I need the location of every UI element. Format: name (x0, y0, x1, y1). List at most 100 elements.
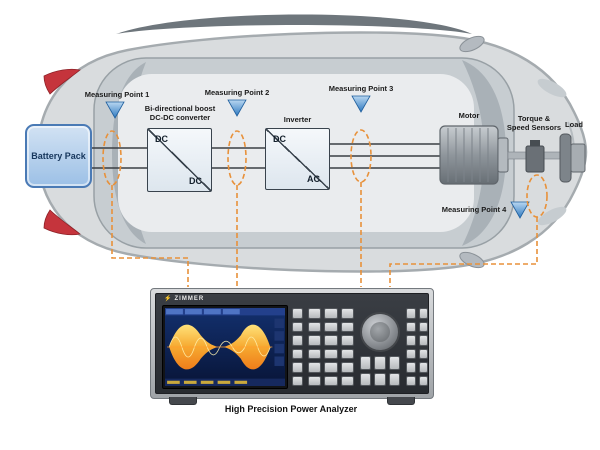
measuring-point-2-label: Measuring Point 2 (204, 88, 270, 97)
motor-label: Motor (458, 111, 480, 120)
measuring-point-1-marker-icon (105, 101, 125, 119)
motor-ribs (447, 128, 489, 182)
measuring-point-4-ellipse (526, 174, 548, 218)
analyzer-caption: High Precision Power Analyzer (224, 404, 358, 414)
function-key (340, 375, 354, 386)
keypad-key (374, 356, 386, 370)
softkey-button (292, 362, 303, 373)
analyzer-front-panel: ⚡ZIMMER (155, 293, 429, 394)
panel-key (406, 321, 416, 332)
function-key (340, 321, 354, 332)
softkey-button (292, 321, 303, 332)
lightning-bolt-icon: ⚡ (164, 296, 173, 302)
analyzer-brand-text: ZIMMER (174, 296, 205, 302)
measuring-point-1-label: Measuring Point 1 (84, 90, 150, 99)
car-mirror-bottom (459, 251, 485, 269)
screen-softkey-labels (274, 318, 284, 366)
softkey-button (292, 335, 303, 346)
panel-key (418, 375, 428, 386)
function-key (308, 335, 322, 346)
load-label: Load (565, 120, 583, 129)
measuring-point-4-label: Measuring Point 4 (441, 205, 507, 214)
analyzer-connectors (111, 182, 538, 287)
car-mirror-top (459, 35, 485, 53)
connector-mp4 (389, 217, 538, 287)
panel-key (406, 348, 416, 359)
function-key (308, 375, 322, 386)
keypad-key (388, 356, 400, 370)
panel-key (418, 308, 428, 319)
power-analyzer: ⚡ZIMMER (150, 288, 434, 405)
function-key (324, 375, 338, 386)
inverter-input-label: DC (273, 134, 286, 144)
motor-assembly (439, 125, 586, 185)
function-key (308, 362, 322, 373)
dcdc-input-label: DC (155, 134, 168, 144)
connector-mp1 (111, 185, 189, 287)
analyzer-display (162, 305, 288, 389)
function-key (324, 308, 338, 319)
function-key (324, 348, 338, 359)
motor-end-cap (497, 137, 509, 173)
dcdc-title-line1: Bi-directional boost (144, 104, 216, 113)
inverter-output-label: AC (307, 174, 320, 184)
function-key (308, 348, 322, 359)
dcdc-converter-box: DC DC (147, 128, 212, 192)
panel-key (406, 335, 416, 346)
right-key-column (406, 308, 428, 386)
drive-shaft (507, 151, 565, 160)
analyzer-foot (387, 397, 415, 405)
softkey-button (292, 308, 303, 319)
display-softkeys (292, 308, 303, 386)
car-headlight-top (537, 78, 567, 98)
function-key (324, 321, 338, 332)
function-key (324, 362, 338, 373)
rotary-knob-center (370, 322, 390, 342)
load-hub (570, 143, 586, 173)
function-key (340, 348, 354, 359)
load-flywheel (559, 133, 572, 183)
dcdc-title-line2: DC-DC converter (149, 113, 211, 122)
car-taillight-bottom (43, 209, 81, 236)
panel-key (418, 348, 428, 359)
panel-key (406, 362, 416, 373)
measuring-point-3-label: Measuring Point 3 (328, 84, 394, 93)
screen-status-values (167, 380, 248, 384)
keypad-key (360, 356, 372, 370)
measuring-point-3-ellipse (350, 129, 372, 183)
car-front-grille-line (567, 121, 575, 183)
sensor-top-connector (530, 140, 540, 146)
inverter-box: DC AC (265, 128, 330, 190)
analyzer-foot (169, 397, 197, 405)
battery-pack-box: Battery Pack (25, 124, 92, 188)
keypad-key (388, 372, 400, 386)
panel-key (418, 335, 428, 346)
car-front-windshield (462, 60, 506, 246)
keypad-key (374, 372, 386, 386)
inverter-title: Inverter (283, 115, 312, 124)
function-key (340, 308, 354, 319)
function-key (340, 335, 354, 346)
car-taillight-top (43, 68, 81, 95)
measuring-point-2-ellipse (227, 130, 247, 186)
function-key (308, 308, 322, 319)
keypad-grid (360, 356, 400, 386)
panel-key (406, 308, 416, 319)
analyzer-brand: ⚡ZIMMER (164, 295, 204, 302)
function-key-grid (308, 308, 354, 386)
panel-key (406, 375, 416, 386)
function-key (308, 321, 322, 332)
sensors-label-line1: Torque & (517, 114, 551, 123)
measuring-point-2-marker-icon (227, 99, 247, 117)
measuring-point-1-ellipse (102, 130, 122, 186)
torque-speed-sensors-label: Torque & Speed Sensors (506, 114, 562, 132)
torque-speed-sensor-device (525, 145, 545, 173)
motor-body (439, 125, 499, 185)
keypad-key (360, 372, 372, 386)
panel-key (418, 321, 428, 332)
dcdc-output-label: DC (189, 176, 202, 186)
measuring-point-3-marker-icon (351, 95, 371, 113)
waveform-screen (165, 308, 285, 386)
sensors-label-line2: Speed Sensors (506, 123, 562, 132)
